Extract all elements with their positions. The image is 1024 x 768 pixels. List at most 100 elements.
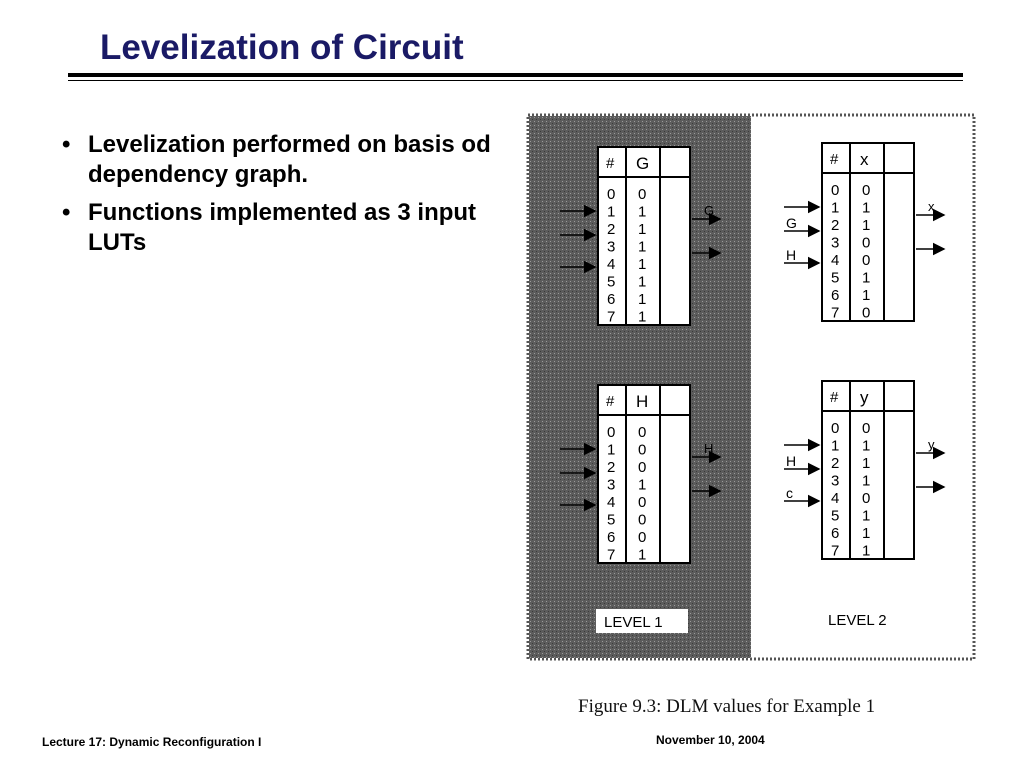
lut-row-index: 2 [607, 459, 615, 476]
lut-row-index: 7 [607, 547, 615, 564]
lut-row-index: 7 [607, 309, 615, 326]
lut-row-value: 0 [638, 512, 646, 529]
lut-row-value: 1 [862, 200, 870, 217]
footer-date: November 10, 2004 [656, 733, 765, 747]
lut-row-index: 2 [831, 455, 839, 472]
lut-row-index: 2 [831, 217, 839, 234]
footer-lecture-title: Lecture 17: Dynamic Reconfiguration I [42, 735, 262, 749]
bullet-dot-icon: • [62, 199, 71, 226]
lut-row-index: 6 [831, 287, 839, 304]
lut-row-value: 1 [638, 477, 646, 494]
output-label: G [704, 203, 714, 218]
bullet-text: Levelization performed on basis od depen… [88, 131, 491, 188]
lut-header-index: # [606, 155, 615, 172]
lut-row-index: 4 [831, 490, 839, 507]
input-label: c [786, 485, 793, 501]
lut-header-index: # [606, 393, 615, 410]
lut-header-name: y [860, 388, 869, 407]
lut-row-value: 1 [862, 217, 870, 234]
lut-row-index: 1 [607, 442, 615, 459]
lut-row-value: 1 [638, 309, 646, 326]
lut-row-index: 3 [607, 239, 615, 256]
lut-row-index: 1 [831, 438, 839, 455]
lut-row-index: 5 [831, 508, 839, 525]
output-label: H [704, 441, 713, 456]
bullet-item: • Functions implemented as 3 input LUTs [62, 198, 492, 258]
figure-caption: Figure 9.3: DLM values for Example 1 [578, 696, 876, 717]
lut-row-index: 0 [607, 424, 615, 441]
lut-header-index: # [830, 389, 839, 406]
lut-header-name: x [860, 150, 869, 169]
level-1-label-box [596, 609, 688, 633]
lut-row-value: 1 [862, 543, 870, 560]
lut-row-index: 5 [831, 270, 839, 287]
lut-row-value: 1 [862, 525, 870, 542]
lut-row-value: 0 [638, 529, 646, 546]
input-label: H [786, 247, 796, 263]
lut-row-index: 4 [831, 252, 839, 269]
slide-title: Levelization of Circuit [100, 28, 464, 67]
title-rule-thick [68, 73, 963, 77]
lut-row-value: 1 [638, 547, 646, 564]
lut-row-value: 0 [862, 305, 870, 322]
lut-row-value: 1 [638, 274, 646, 291]
bullet-text: Functions implemented as 3 input LUTs [88, 199, 477, 256]
lut-row-value: 0 [862, 420, 870, 437]
lut-row-index: 5 [607, 274, 615, 291]
lut-row-index: 6 [607, 529, 615, 546]
lut-row-index: 4 [607, 494, 615, 511]
lut-row-value: 1 [638, 204, 646, 221]
lut-row-value: 1 [862, 270, 870, 287]
lut-row-value: 1 [862, 508, 870, 525]
lut-row-index: 0 [607, 186, 615, 203]
lut-row-index: 5 [607, 512, 615, 529]
output-label: y [928, 437, 935, 452]
lut-row-value: 0 [638, 424, 646, 441]
lut-row-index: 3 [831, 473, 839, 490]
lut-row-value: 0 [862, 235, 870, 252]
lut-row-value: 1 [638, 221, 646, 238]
title-rule-thin [68, 80, 963, 81]
bullet-item: • Levelization performed on basis od dep… [62, 130, 492, 190]
lut-row-index: 3 [607, 477, 615, 494]
output-label: x [928, 199, 935, 214]
lut-row-value: 1 [862, 287, 870, 304]
lut-row-index: 6 [831, 525, 839, 542]
bullet-dot-icon: • [62, 131, 71, 158]
input-label: G [786, 215, 797, 231]
lut-header-name: G [636, 154, 649, 173]
lut-row-value: 1 [862, 455, 870, 472]
lut-row-index: 1 [831, 200, 839, 217]
lut-header-name: H [636, 392, 648, 411]
lut-row-value: 0 [638, 494, 646, 511]
lut-row-index: 0 [831, 420, 839, 437]
lut-row-index: 0 [831, 182, 839, 199]
lut-row-index: 1 [607, 204, 615, 221]
lut-header-index: # [830, 151, 839, 168]
lut-row-value: 0 [862, 182, 870, 199]
lut-row-index: 2 [607, 221, 615, 238]
bullet-list: • Levelization performed on basis od dep… [62, 130, 492, 266]
lut-row-value: 1 [638, 239, 646, 256]
lut-row-value: 1 [638, 256, 646, 273]
input-label: H [786, 453, 796, 469]
lut-row-index: 4 [607, 256, 615, 273]
lut-row-value: 1 [862, 473, 870, 490]
level-1-label: LEVEL 1 [604, 614, 663, 631]
lut-row-value: 1 [862, 438, 870, 455]
lut-row-value: 1 [638, 291, 646, 308]
lut-row-index: 3 [831, 235, 839, 252]
lut-row-index: 6 [607, 291, 615, 308]
lut-row-index: 7 [831, 543, 839, 560]
lut-row-value: 0 [862, 252, 870, 269]
lut-row-value: 0 [862, 490, 870, 507]
lut-row-value: 0 [638, 186, 646, 203]
lut-row-index: 7 [831, 305, 839, 322]
